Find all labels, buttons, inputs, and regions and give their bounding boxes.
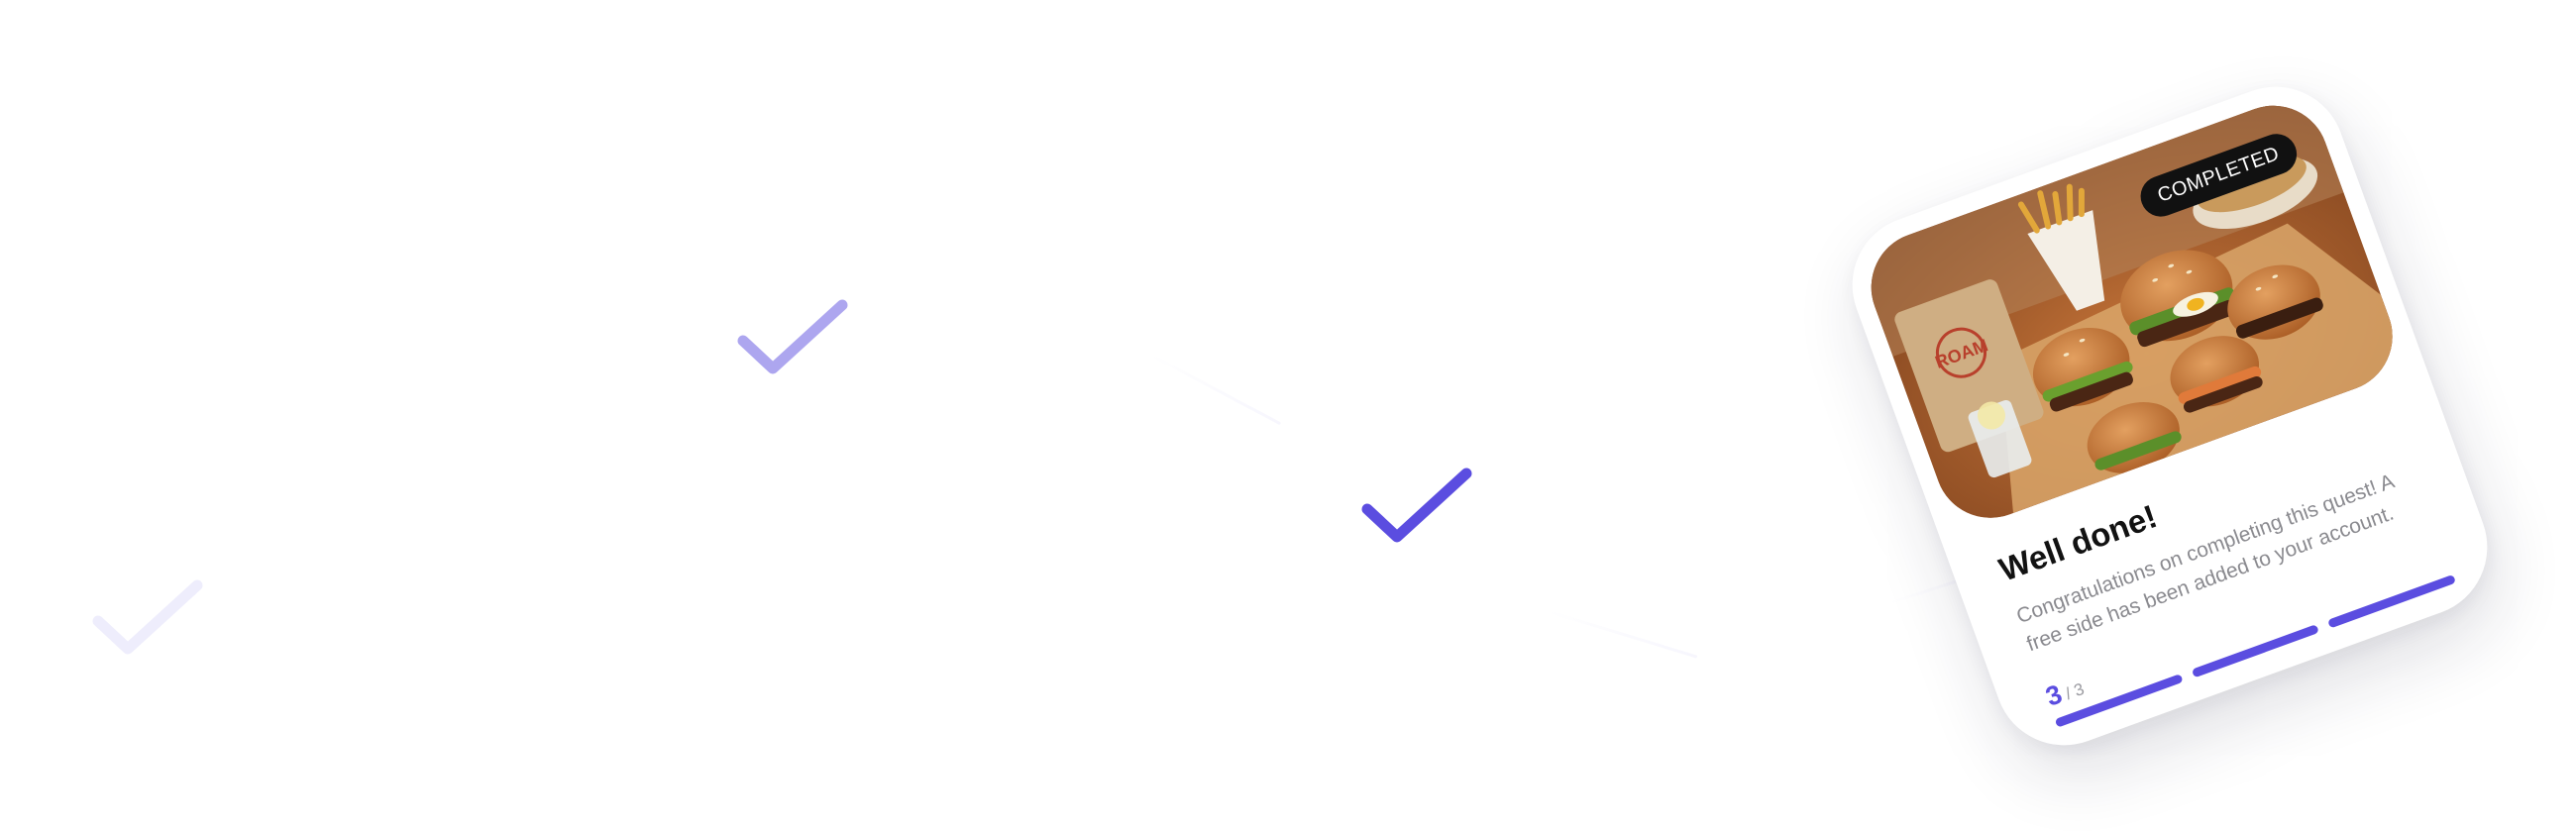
- motion-streak: [1545, 609, 1698, 659]
- check-icon-strong: [1361, 466, 1472, 549]
- progress-segment: [2327, 573, 2457, 629]
- step-counter: 3 / 3: [2042, 671, 2088, 712]
- motion-streak: [1148, 353, 1282, 426]
- quest-card[interactable]: ROAM: [1832, 66, 2508, 766]
- check-icon-faint: [92, 577, 203, 661]
- check-icon-mid: [737, 297, 848, 380]
- step-current: 3: [2041, 678, 2067, 712]
- progress-segment: [2191, 624, 2320, 678]
- step-total: 3: [2071, 678, 2088, 701]
- food-photo: ROAM: [1855, 90, 2409, 534]
